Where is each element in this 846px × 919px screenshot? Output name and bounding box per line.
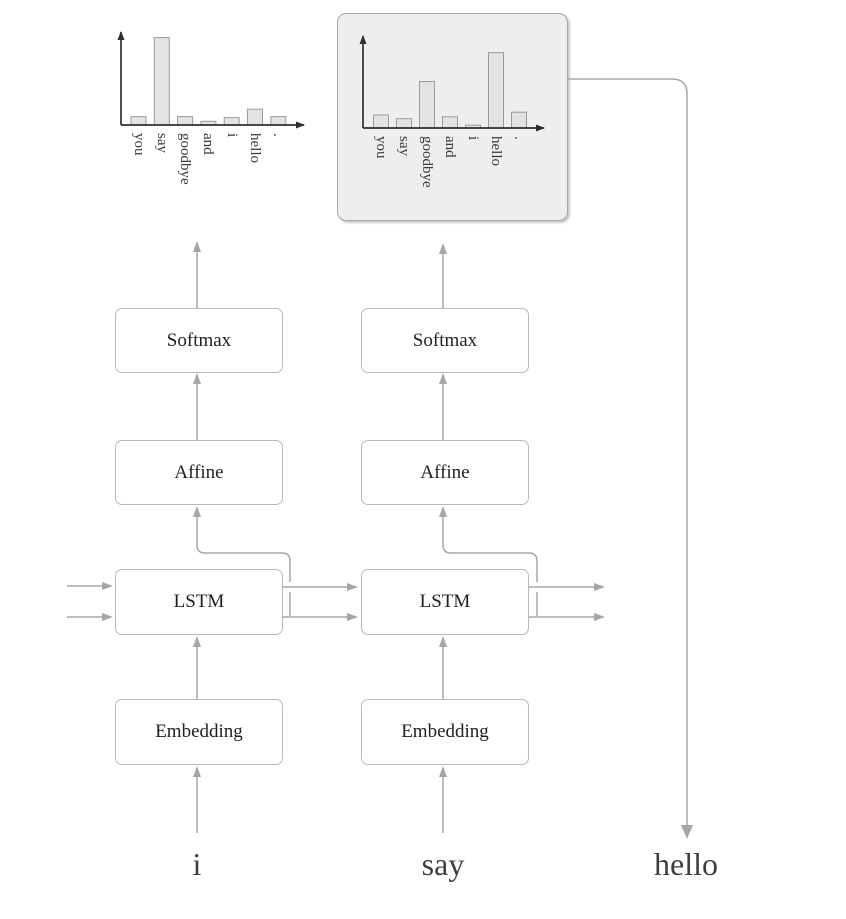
- softmax-block-t0: Softmax: [115, 308, 283, 373]
- chart-category-label: and: [442, 136, 458, 158]
- chart-category-label: and: [200, 133, 217, 155]
- bar-you: [373, 114, 389, 129]
- chart-category-label: say: [153, 133, 170, 153]
- chart-category-label: say: [396, 136, 412, 156]
- chart-category-label: hello: [247, 133, 263, 163]
- probability-bar-chart: [359, 35, 545, 132]
- bar-and: [442, 116, 458, 129]
- bar-say: [396, 118, 412, 129]
- chart-category-label: you: [373, 136, 389, 159]
- bar-goodbye: [419, 81, 435, 129]
- softmax-block-t1: Softmax: [361, 308, 529, 373]
- chart-category-label: goodbye: [177, 133, 194, 185]
- chart-category-label: hello: [488, 136, 504, 166]
- bar-i: [223, 117, 240, 126]
- chart-category-label: .: [511, 136, 527, 140]
- chart-category-label: i: [465, 136, 481, 141]
- bar-.: [270, 116, 287, 126]
- arrow-hidden-branch-to-affine-t0: [197, 508, 291, 616]
- affine-block-t1: Affine: [361, 440, 529, 505]
- bar-goodbye: [177, 116, 194, 126]
- lstm-block-t0: LSTM: [115, 569, 283, 635]
- affine-block-t0: Affine: [115, 440, 283, 505]
- chart-category-label: .: [270, 133, 287, 137]
- arrow-hidden-branch-to-affine-t1: [443, 508, 538, 616]
- chart-category-label: you: [130, 133, 147, 156]
- probability-bar-chart: [117, 31, 305, 129]
- bar-say: [153, 37, 170, 126]
- chart-category-label: i: [223, 133, 240, 138]
- output-word: hello: [654, 846, 718, 882]
- bar-you: [130, 116, 147, 126]
- embedding-block-t1: Embedding: [361, 699, 529, 765]
- arrow-panel-to-output-word: [568, 78, 693, 839]
- lstm-block-t1: LSTM: [361, 569, 529, 635]
- input-word-t0: i: [192, 846, 202, 882]
- input-word-t1: say: [421, 846, 465, 882]
- embedding-block-t0: Embedding: [115, 699, 283, 765]
- bar-hello: [247, 108, 263, 126]
- bar-hello: [488, 52, 504, 129]
- bar-.: [511, 111, 527, 129]
- chart-category-label: goodbye: [419, 136, 435, 188]
